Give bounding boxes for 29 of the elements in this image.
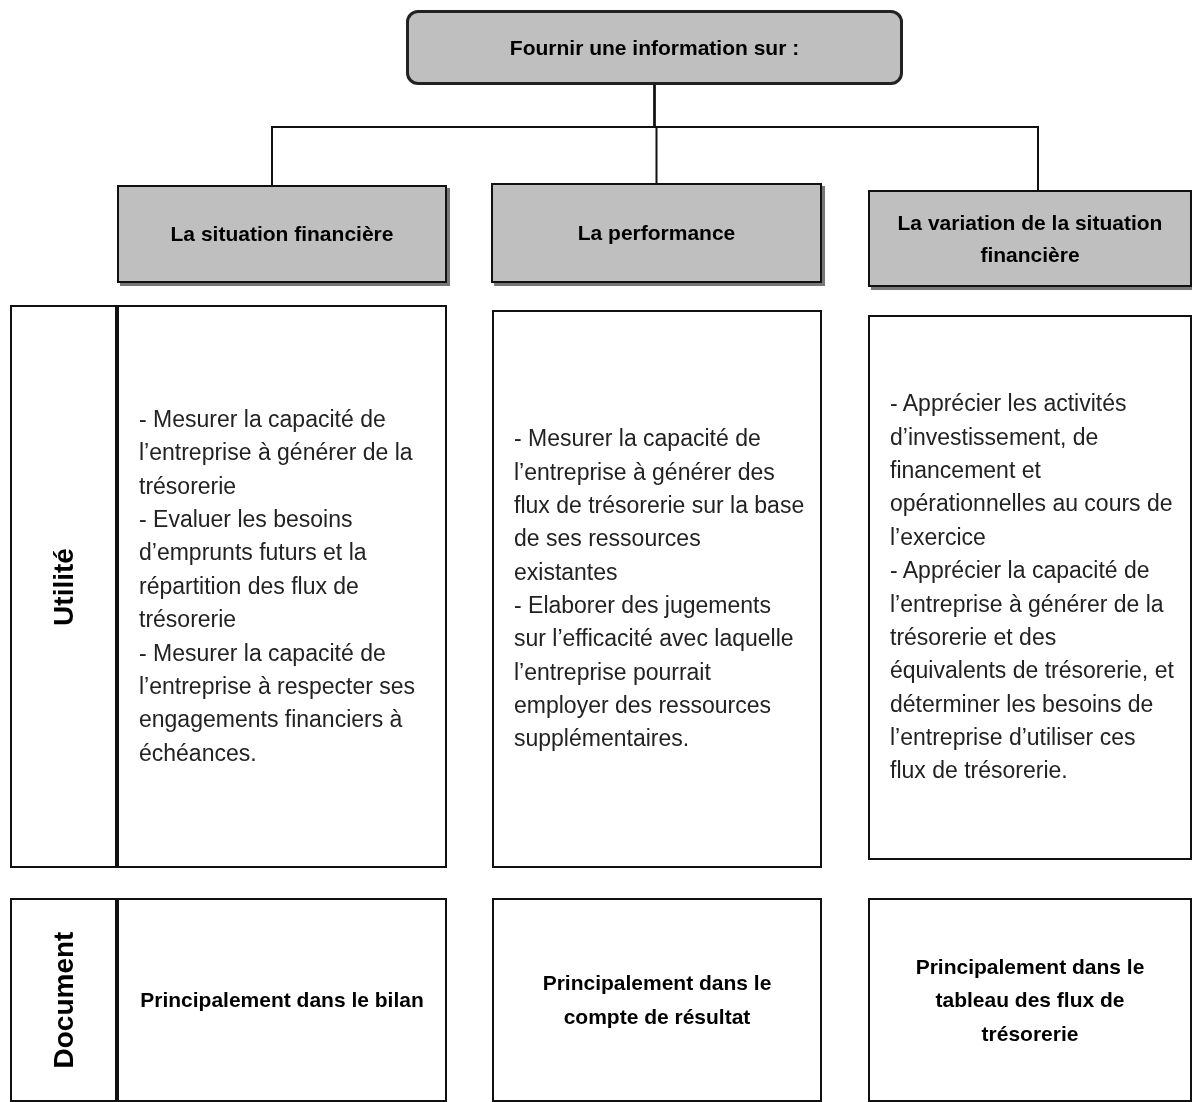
- box-title: Fournir une information sur :: [509, 35, 800, 60]
- category-header-box: [868, 190, 1192, 287]
- description-item: - Mesurer la capacité de l’entreprise à générer de la trésorerie: [139, 405, 414, 501]
- description-box: [868, 315, 1192, 860]
- document-box: [117, 898, 447, 1102]
- document-text: Principalement dans le compte de résultat: [541, 970, 773, 1030]
- title-box: [406, 10, 903, 85]
- header-text: La variation de la situation financière: [896, 210, 1164, 268]
- document-text: Principalement dans le bilan: [140, 987, 424, 1014]
- row-label: Document: [47, 931, 80, 1069]
- row-label-box: [10, 898, 117, 1102]
- description-item: - Mesurer la capacité de l’entreprise à respecter ses engagements financiers à échéances.: [139, 638, 417, 768]
- header-text: La performance: [577, 220, 736, 247]
- description-box: [117, 305, 447, 868]
- document-box: [492, 898, 822, 1102]
- row-label-box: [10, 305, 117, 868]
- description-item: - Mesurer la capacité de l’entreprise à générer des flux de trésorerie sur la base de ses ressources existantes: [514, 424, 806, 587]
- row-label: Utilité: [47, 547, 80, 626]
- category-header-box: [117, 185, 447, 283]
- document-text: Principalement dans le tableau des flux de trésorerie: [914, 953, 1146, 1047]
- document-box: [868, 898, 1192, 1102]
- description-item: - Elaborer des jugements sur l’efficacité avec laquelle l’entreprise pourrait employer des ressources supplémentaires.: [514, 591, 795, 754]
- description-box: [492, 310, 822, 868]
- category-header-box: [491, 183, 822, 283]
- description-item: - Apprécier les activités d’investissement, de financement et opérationnelles au cours de l’exercice: [890, 389, 1174, 552]
- connector-line: [653, 84, 1039, 191]
- description-item: - Evaluer les besoins d’emprunts futurs et la répartition des flux de trésorerie: [139, 505, 368, 635]
- header-text: La situation financière: [170, 221, 394, 248]
- description-item: - Apprécier la capacité de l’entreprise à générer de la trésorerie et des équivalents de trésorerie, et déterminer les besoins de l’entreprise d’utiliser ces flux de trésorerie.: [890, 556, 1175, 786]
